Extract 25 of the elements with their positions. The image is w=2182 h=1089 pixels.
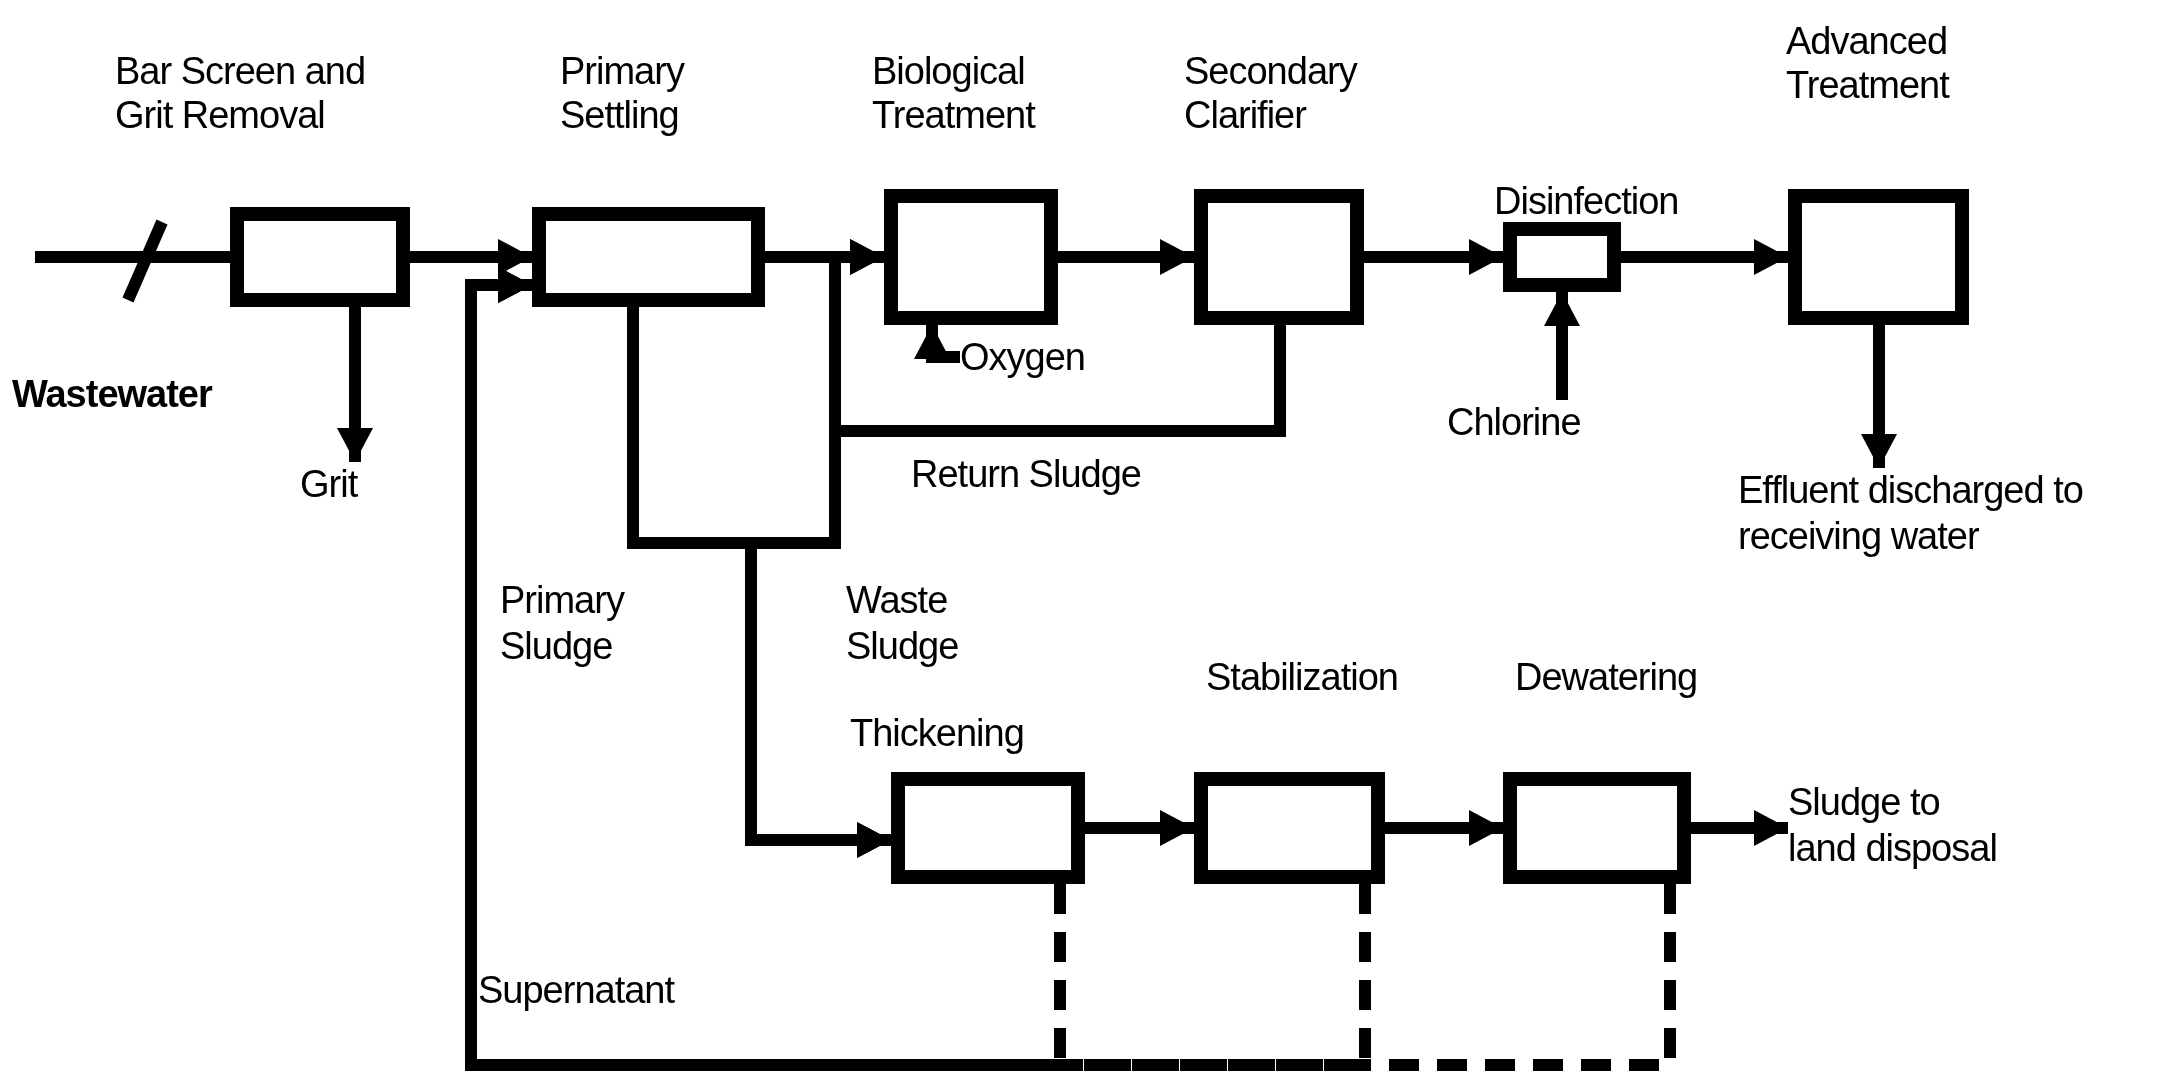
flow-arrow [1058,239,1194,275]
step-label: Secondary Clarifier [1184,50,1359,138]
input-label: Wastewater [12,372,212,417]
step-label: Thickening [850,712,1025,756]
flow-arrow [914,325,960,363]
flow-arrow [1385,810,1503,846]
stream-label: Oxygen [960,335,1140,381]
step-label: Stabilization [1206,656,1399,700]
step-label: Dewatering [1515,656,1699,700]
step-label: Primary Settling [560,50,686,138]
stream-label: Sludge to land disposal [1788,780,1998,872]
flow-arrow [1621,239,1788,275]
step-label: Advanced Treatment [1786,20,1951,108]
flow-arrow [1544,292,1580,400]
stream-label: Effluent discharged to receiving water [1738,468,2118,560]
flow-arrow [1691,810,1788,846]
step-label: Bar Screen and Grit Removal [115,50,367,138]
stream-label: Chlorine [1447,400,1637,446]
flow-arrow [337,307,373,462]
stream-label: Grit [300,462,380,508]
step-label: Disinfection [1494,180,1680,224]
flow-arrow [1085,810,1194,846]
step-label: Biological Treatment [872,50,1037,138]
flow-arrow [1364,239,1503,275]
flow-arrow [1861,325,1897,468]
